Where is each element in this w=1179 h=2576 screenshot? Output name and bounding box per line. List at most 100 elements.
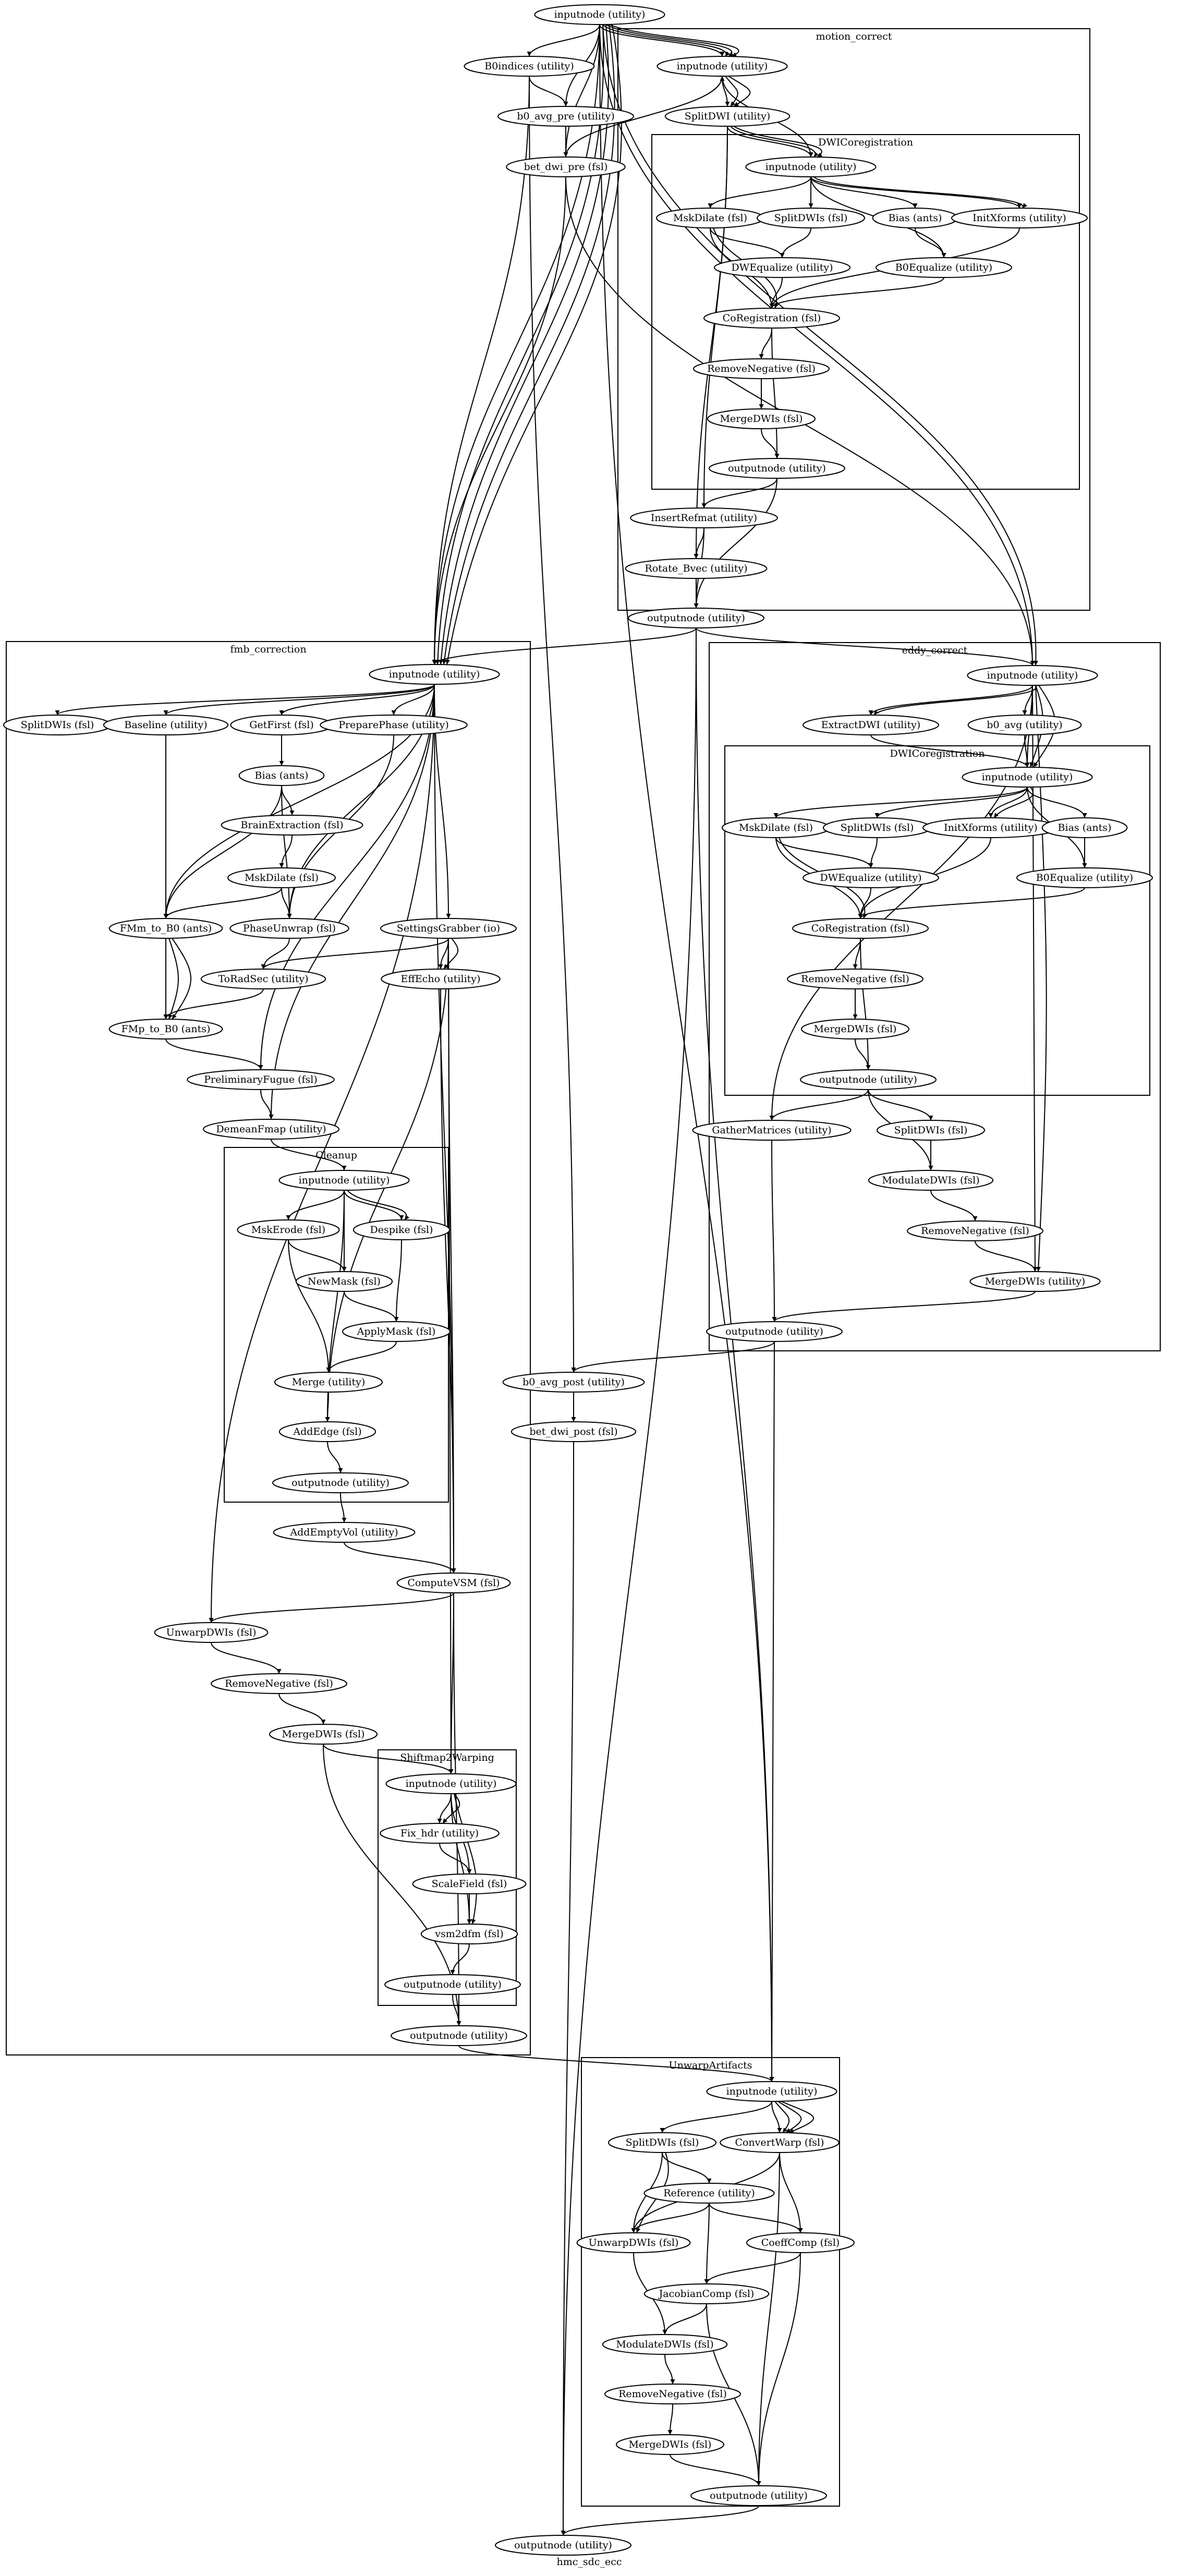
node-cl_newmask[interactable]: NewMask (fsl) [295, 1271, 393, 1292]
node-b0indices[interactable]: B0indices (utility) [464, 56, 595, 77]
node-d1_merge[interactable]: MergeDWIs (fsl) [707, 408, 816, 429]
node-root_in[interactable]: inputnode (utility) [534, 4, 665, 25]
node-ua_coeff[interactable]: CoeffComp (fsl) [746, 2232, 855, 2253]
node-fm_getfirst[interactable]: GetFirst (fsl) [230, 715, 333, 735]
node-d1_b0eq[interactable]: B0Equalize (utility) [876, 257, 1012, 278]
node-d1_dwieq[interactable]: DWEqualize (utility) [714, 257, 850, 278]
node-ec_gather[interactable]: GatherMatrices (utility) [692, 1120, 852, 1141]
node-fm_phaseunwrap[interactable]: PhaseUnwrap (fsl) [229, 918, 349, 939]
node-ua_in[interactable]: inputnode (utility) [706, 2081, 837, 2102]
node-mc_rotate[interactable]: Rotate_Bvec (utility) [625, 558, 768, 579]
node-ua_merge[interactable]: MergeDWIs (fsl) [616, 2434, 724, 2455]
node-cl_merge[interactable]: Merge (utility) [274, 1372, 383, 1393]
node-label: SplitDWIs (fsl) [894, 1124, 968, 1136]
node-d1_rmneg[interactable]: RemoveNegative (fsl) [693, 358, 830, 379]
node-fm_rmneg[interactable]: RemoveNegative (fsl) [211, 1673, 347, 1694]
node-fm_splitdwis[interactable]: SplitDWIs (fsl) [3, 715, 112, 735]
node-cl_despike[interactable]: Despike (fsl) [353, 1219, 451, 1240]
node-fm_addempty[interactable]: AddEmptyVol (utility) [273, 1522, 416, 1543]
node-ua_modulate[interactable]: ModulateDWIs (fsl) [602, 2334, 728, 2355]
node-fm_mskdil[interactable]: MskDilate (fsl) [227, 867, 336, 888]
node-cl_applymask[interactable]: ApplyMask (fsl) [342, 1321, 451, 1342]
node-d1_coreg[interactable]: CoRegistration (fsl) [703, 308, 840, 329]
node-ec_extract[interactable]: ExtractDWI (utility) [803, 715, 939, 735]
node-sw_vsm2dfm[interactable]: vsm2dfm (fsl) [420, 1924, 518, 1944]
node-sw_fixhdr[interactable]: Fix_hdr (utility) [380, 1823, 500, 1844]
node-d2_rmneg[interactable]: RemoveNegative (fsl) [787, 969, 923, 989]
node-d1_bias[interactable]: Bias (ants) [872, 208, 958, 228]
node-d2_initx[interactable]: InitXforms (utility) [922, 817, 1059, 838]
node-mc_out[interactable]: outputnode (utility) [628, 608, 764, 628]
node-d2_out[interactable]: outputnode (utility) [800, 1069, 937, 1090]
node-d2_b0eq[interactable]: B0Equalize (utility) [1016, 867, 1153, 888]
node-ec_in[interactable]: inputnode (utility) [967, 665, 1098, 686]
node-ua_jacobian[interactable]: JacobianComp (fsl) [643, 2283, 770, 2304]
node-root_out[interactable]: outputnode (utility) [495, 2535, 631, 2556]
node-d1_initx[interactable]: InitXforms (utility) [951, 208, 1088, 228]
node-ua_unwarp[interactable]: UnwarpDWIs (fsl) [576, 2232, 691, 2253]
node-bet_dwi_pre[interactable]: bet_dwi_pre (fsl) [506, 156, 626, 177]
node-d2_bias[interactable]: Bias (ants) [1041, 817, 1128, 838]
node-d1_mskdil[interactable]: MskDilate (fsl) [656, 208, 764, 228]
node-d2_coreg[interactable]: CoRegistration (fsl) [792, 918, 929, 939]
edge-mc_out-to-ec_in [696, 627, 1035, 666]
node-mc_split[interactable]: SplitDWI (utility) [664, 106, 791, 127]
node-ec_rmneg[interactable]: RemoveNegative (fsl) [907, 1220, 1043, 1241]
node-cl_out[interactable]: outputnode (utility) [272, 1472, 409, 1493]
node-fm_vsm[interactable]: ComputeVSM (fsl) [396, 1573, 511, 1593]
node-label: BrainExtraction (fsl) [240, 819, 343, 831]
edge-bet_dwi_pre-to-mc_in [565, 76, 725, 158]
node-fm_fmm[interactable]: FMm_to_B0 (ants) [108, 918, 223, 939]
node-label: Reference (utility) [663, 2187, 755, 2199]
node-b0_avg_post[interactable]: b0_avg_post (utility) [502, 1372, 645, 1393]
node-b0_avg_pre[interactable]: b0_avg_pre (utility) [497, 106, 634, 127]
node-d2_merge[interactable]: MergeDWIs (fsl) [801, 1019, 909, 1039]
node-ec_modulate[interactable]: ModulateDWIs (fsl) [868, 1170, 994, 1191]
node-ec_merge[interactable]: MergeDWIs (utility) [969, 1271, 1101, 1292]
node-fm_settings[interactable]: SettingsGrabber (io) [380, 918, 517, 939]
edge-ua_reference-to-ua_coeff [709, 2203, 803, 2233]
node-fm_unwarp[interactable]: UnwarpDWIs (fsl) [154, 1622, 269, 1643]
node-ellipse [237, 1219, 340, 1240]
node-label: Merge (utility) [292, 1376, 366, 1388]
node-fm_effecho[interactable]: EffEcho (utility) [381, 969, 501, 989]
node-d2_in[interactable]: inputnode (utility) [962, 767, 1093, 788]
node-fm_bias[interactable]: Bias (ants) [238, 765, 325, 786]
node-sw_in[interactable]: inputnode (utility) [385, 1773, 517, 1794]
node-mc_in[interactable]: inputnode (utility) [657, 56, 788, 77]
node-fm_merge[interactable]: MergeDWIs (fsl) [269, 1724, 378, 1745]
node-d1_out[interactable]: outputnode (utility) [709, 458, 845, 479]
node-fm_out[interactable]: outputnode (utility) [391, 2025, 527, 2046]
node-ec_out[interactable]: outputnode (utility) [706, 1321, 843, 1342]
node-sw_scale[interactable]: ScaleField (fsl) [412, 1873, 527, 1894]
node-fm_in[interactable]: inputnode (utility) [369, 664, 500, 685]
node-cl_mskerode[interactable]: MskErode (fsl) [237, 1219, 340, 1240]
node-d2_dwieq[interactable]: DWEqualize (utility) [803, 867, 939, 888]
node-fm_toradsec[interactable]: ToRadSec (utility) [200, 969, 326, 989]
node-ua_reference[interactable]: Reference (utility) [643, 2183, 775, 2204]
edge-fm_merge-to-sw_in [323, 1744, 454, 1774]
node-cl_in[interactable]: inputnode (utility) [278, 1170, 410, 1191]
node-d1_in[interactable]: inputnode (utility) [745, 156, 877, 177]
node-bet_dwi_post[interactable]: bet_dwi_post (fsl) [511, 1421, 637, 1442]
node-d1_split[interactable]: SplitDWIs (fsl) [757, 208, 865, 228]
node-ua_out[interactable]: outputnode (utility) [690, 2485, 827, 2506]
node-ua_rmneg[interactable]: RemoveNegative (fsl) [604, 2384, 741, 2404]
node-cl_addedge[interactable]: AddEdge (fsl) [278, 1421, 376, 1442]
cluster-box [709, 642, 1161, 1351]
node-label: Rotate_Bvec (utility) [645, 563, 747, 574]
node-ec_b0avg[interactable]: b0_avg (utility) [967, 715, 1082, 735]
node-mc_insert[interactable]: InsertRefmat (utility) [630, 507, 778, 528]
node-fm_demean[interactable]: DemeanFmap (utility) [203, 1119, 339, 1140]
node-ec_splitdwis[interactable]: SplitDWIs (fsl) [877, 1120, 985, 1141]
node-d2_split[interactable]: SplitDWIs (fsl) [823, 817, 931, 838]
node-fm_prepphase[interactable]: PreparePhase (utility) [320, 715, 468, 735]
node-fm_baseline[interactable]: Baseline (utility) [103, 715, 229, 735]
node-fm_brainext[interactable]: BrainExtraction (fsl) [221, 815, 363, 836]
node-fm_fmp[interactable]: FMp_to_B0 (ants) [108, 1019, 223, 1039]
node-d2_mskdil[interactable]: MskDilate (fsl) [722, 817, 830, 838]
node-ua_convwarp[interactable]: ConvertWarp (fsl) [720, 2132, 840, 2153]
node-fm_prelim[interactable]: PreliminaryFugue (fsl) [187, 1069, 335, 1090]
node-ua_splitdwis[interactable]: SplitDWIs (fsl) [608, 2132, 716, 2153]
node-sw_out[interactable]: outputnode (utility) [384, 1974, 521, 1995]
